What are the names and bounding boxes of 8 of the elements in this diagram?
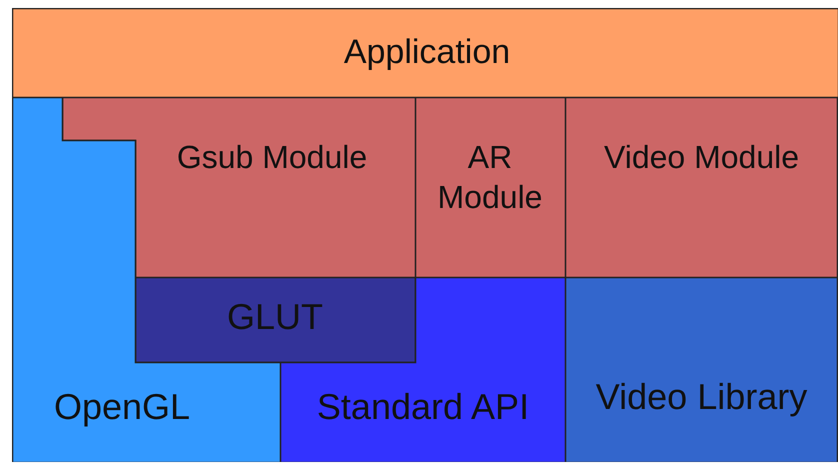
block-label: Video Library [594,377,808,417]
block-label: Gsub Module [176,138,368,177]
block-label: AR Module [436,138,544,217]
block-label: OpenGL [52,387,192,427]
block-label: Application [342,32,512,72]
block-label: GLUT [226,297,324,337]
block-label: Video Module [602,138,800,177]
block-label: Standard API [316,387,530,427]
